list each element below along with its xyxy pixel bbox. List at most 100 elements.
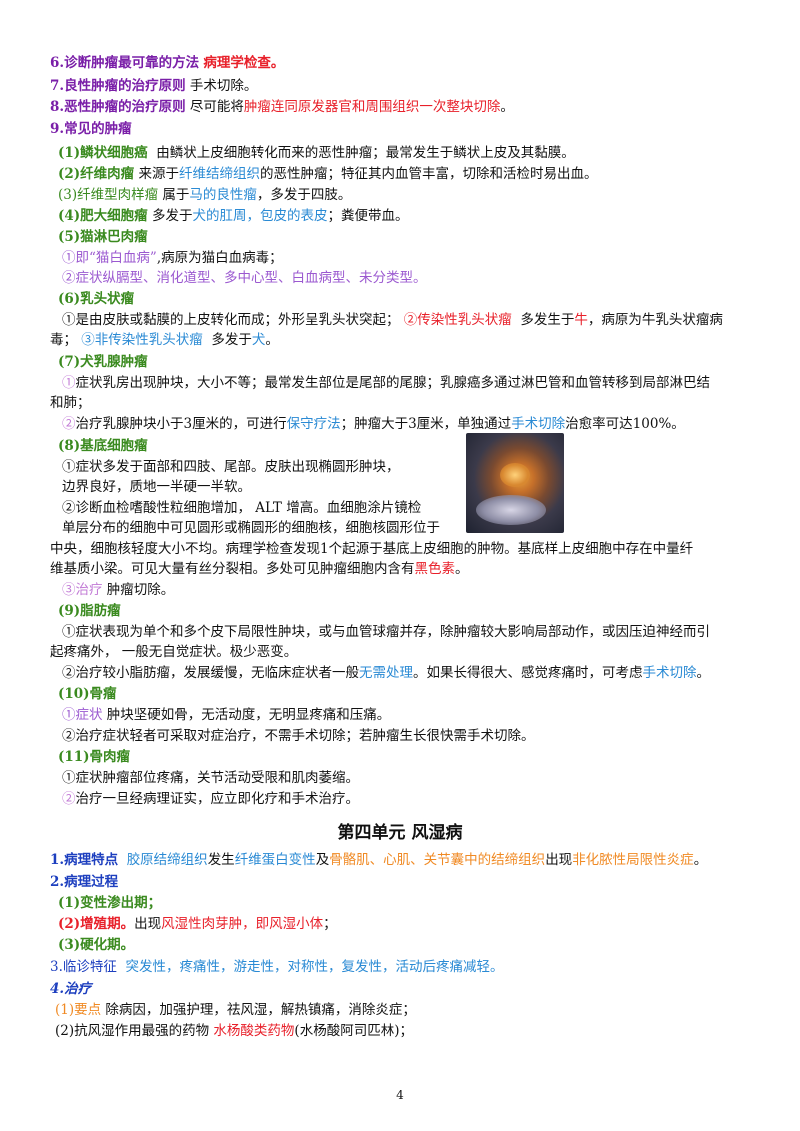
item-7-heading: 7.良性肿瘤的治疗原则 <box>50 78 186 94</box>
unit4-aspirin: (水杨酸阿司匹林)； <box>294 1023 413 1039</box>
item-8-heading: 8.恶性肿瘤的治疗原则 <box>50 99 186 115</box>
unit4-item-3-text: 突发性，疼痛性，游走性，对称性，复发性，活动后疼痛减轻。 <box>125 959 504 975</box>
tumor-1: (1)鳞状细胞癌 由鳞状上皮细胞转化而来的恶性肿瘤；最常发生于鳞状上皮及其黏膜。 <box>58 143 768 163</box>
unit4-item-3: 3.临诊特征 突发性，疼痛性，游走性，对称性，复发性，活动后疼痛减轻。 <box>50 957 760 977</box>
tumor-9-line-1b: 起疼痛外， 一般无自觉症状。极少恶变。 <box>50 644 298 660</box>
tumor-7-conservative: 保守疗法 <box>286 416 341 432</box>
tumor-6-p4: 毒； <box>50 332 77 348</box>
tumor-5-line-2: ②症状纵膈型、消化道型、多中心型、白血病型、未分类型。 <box>62 270 427 286</box>
tumor-2: (2)纤维肉瘤 来源于纤维结缔组织的恶性肿瘤；特征其内血管丰富，切除和活检时易出… <box>58 164 768 184</box>
tumor-8-line-2: 边界良好，质地一半硬一半软。 <box>62 479 251 495</box>
tumor-9-surgery: 手术切除 <box>642 665 697 681</box>
tumor-8-line-4: 单层分布的细胞中可见圆形或椭圆形的细胞核，细胞核圆形位于 <box>62 520 440 536</box>
tumor-8-melanin: 黑色素 <box>414 561 456 577</box>
unit4-stage-2-appear: 出现 <box>134 916 162 932</box>
tumor-6-heading: (6)乳头状瘤 <box>58 291 135 307</box>
tumor-9-line-2: ②治疗较小脂肪瘤，发展缓慢，无临床症状者一般无需处理。如果长得很大、感觉疼痛时，… <box>62 663 772 683</box>
tumor-5-heading: (5)猫淋巴肉瘤 <box>58 229 148 245</box>
tumor-8-treat-text: 肿瘤切除。 <box>106 582 175 598</box>
tumor-10-line-2: ②治疗症状轻者可采取对症治疗，不需手术切除；若肿瘤生长很快需手术切除。 <box>62 728 535 744</box>
tumor-7-line-1: ①症状乳房出现肿块，大小不等；最常发生部位是尾部的尾腺；乳腺癌多通过淋巴管和血管… <box>62 373 772 393</box>
tumor-8-line-7: ③治疗 肿瘤切除。 <box>62 580 772 600</box>
tumor-11-line-2: ②治疗一旦经病理证实，应立即化疗和手术治疗。 <box>62 789 772 809</box>
unit4-treat-1: (1)要点 除病因，加强护理，祛风湿，解热镇痛，消除炎症； <box>55 1000 765 1020</box>
unit4-stage-1: (1)变性渗出期； <box>58 895 162 911</box>
unit4-fibrinoid: 纤维蛋白变性 <box>234 852 316 868</box>
tumor-7-surgery: 手术切除 <box>511 416 566 432</box>
tumor-3-post: ，多发于四肢。 <box>256 187 352 203</box>
item-8-value: 肿瘤连同原发器官和周围组织一次整块切除 <box>243 99 501 115</box>
item-7-text: 手术切除。 <box>189 78 258 94</box>
unit4-item-1-heading: 1.病理特点 <box>50 852 119 868</box>
unit4-stage-2-end: ； <box>323 916 337 932</box>
tumor-6-p2: 多发生于 <box>520 312 575 328</box>
tumor-6-contagious: ②传染性乳头状瘤 <box>403 312 512 328</box>
tumor-6-cow: 牛 <box>574 312 588 328</box>
tumor-4: (4)肥大细胞瘤 多发于犬的肛周，包皮的表皮；粪便带血。 <box>58 206 768 226</box>
tumor-6-p1: ①是由皮肤或黏膜的上皮转化而成；外形呈乳头状突起； <box>62 312 400 328</box>
unit4-inflammation: 非化脓性局限性炎症 <box>572 852 694 868</box>
tumor-8-treat-label: ③治疗 <box>62 582 103 598</box>
tumor-7-p2: 治疗乳腺肿块小于3厘米的，可进行 <box>75 416 287 432</box>
unit4-treat-2: (2)抗风湿作用最强的药物 水杨酸类药物(水杨酸阿司匹林)； <box>55 1021 765 1041</box>
tumor-8-line-6a: 维基质小梁。可见大量有丝分裂相。多处可见肿瘤细胞内含有 <box>50 561 415 577</box>
tumor-3-pre: 属于 <box>162 187 190 203</box>
tumor-7-p4: 治愈率可达100%。 <box>565 416 685 432</box>
tumor-4-pre: 多发于 <box>151 208 193 224</box>
tumor-8-line-6c: 。 <box>455 561 469 577</box>
tumor-10-symptom-text: 肿块坚硬如骨，无活动度，无明显疼痛和压痛。 <box>106 707 391 723</box>
tumor-6-p6: 。 <box>265 332 279 348</box>
tumor-6-line-2: 毒； ③非传染性乳头状瘤 多发于犬。 <box>50 330 760 350</box>
unit4-item-4-heading: 4.治疗 <box>50 981 92 997</box>
item-7: 7.良性肿瘤的治疗原则 手术切除。 <box>50 76 760 96</box>
tumor-9-line-1: ①症状表现为单个和多个皮下局限性肿块，或与血管球瘤并存，除肿瘤较大影响局部动作，… <box>62 624 710 640</box>
tumor-7-num-1: ① <box>62 375 76 391</box>
tumor-5-cat-leukemia: ①即“猫白血病” <box>62 250 157 266</box>
unit4-salicylate: 水杨酸类药物 <box>213 1023 295 1039</box>
tumor-9-no-treatment: 无需处理 <box>359 665 413 681</box>
tumor-11-line-1: ①症状肿瘤部位疼痛，关节活动受限和肌肉萎缩。 <box>62 770 359 786</box>
tumor-6-p3: ，病原为牛乳头状瘤病 <box>587 312 723 328</box>
tumor-3: (3)纤维型肉样瘤 属于马的良性瘤，多发于四肢。 <box>58 185 768 205</box>
tumor-6-p5: 多发于 <box>211 332 252 348</box>
tumor-11-num-2: ② <box>62 791 76 807</box>
tumor-9-heading: (9)脂肪瘤 <box>58 603 121 619</box>
item-8: 8.恶性肿瘤的治疗原则 尽可能将肿瘤连同原发器官和周围组织一次整块切除。 <box>50 97 760 117</box>
tumor-11-heading: (11)骨肉瘤 <box>58 749 131 765</box>
tumor-5-cause: ,病原为猫白血病毒； <box>156 250 283 266</box>
tumor-2-pre: 来源于 <box>138 166 179 182</box>
item-8-pre: 尽可能将 <box>189 99 244 115</box>
tumor-9-p4: 。 <box>696 665 711 681</box>
tumor-8-line-5: 中央，细胞核轻度大小不均。病理学检查发现1个起源于基底上皮细胞的肿物。基底样上皮… <box>50 541 694 557</box>
unit4-stage-2-label: (2)增殖期。 <box>58 916 135 932</box>
unit4-period: 。 <box>693 852 708 868</box>
tumor-7-p1b: 和肺； <box>50 395 91 411</box>
tumor-9-p3: 。如果长得很大、感觉疼痛时，可考虑 <box>413 665 643 681</box>
basal-cell-tumor-photo <box>466 433 564 533</box>
unit4-treat-1-text: 除病因，加强护理，祛风湿，解热镇痛，消除炎症； <box>105 1002 416 1018</box>
tumor-1-heading: (1)鳞状细胞癌 <box>58 145 148 161</box>
tumor-5-line-1: ①即“猫白血病”,病原为猫白血病毒； <box>62 248 772 268</box>
item-6-heading: 6.诊断肿瘤最可靠的方法 <box>50 55 200 71</box>
tumor-2-heading: (2)纤维肉瘤 <box>58 166 135 182</box>
tumor-6-line-1: ①是由皮肤或黏膜的上皮转化而成；外形呈乳头状突起； ②传染性乳头状瘤 多发生于牛… <box>62 310 772 330</box>
tumor-8-line-6: 维基质小梁。可见大量有丝分裂相。多处可见肿瘤细胞内含有黑色素。 <box>50 559 760 579</box>
unit4-treat-2-label: (2)抗风湿作用最强的药物 <box>55 1023 210 1039</box>
tumor-2-value: 纤维结缔组织 <box>178 166 260 182</box>
item-6: 6.诊断肿瘤最可靠的方法 病理学检查。 <box>50 53 760 73</box>
tumor-9-p2: ②治疗较小脂肪瘤，发展缓慢，无临床症状者一般 <box>62 665 359 681</box>
tumor-2-post: 的恶性肿瘤；特征其内血管丰富，切除和活检时易出血。 <box>259 166 598 182</box>
unit4-and: 及 <box>315 852 330 868</box>
unit4-item-3-heading: 3.临诊特征 <box>50 959 117 975</box>
unit4-occur: 发生 <box>207 852 235 868</box>
unit4-item-1: 1.病理特点 胶原结缔组织发生纤维蛋白变性及骨骼肌、心肌、关节囊中的结缔组织出现… <box>50 850 760 870</box>
tumor-10-symptom-label: ①症状 <box>62 707 103 723</box>
unit4-item-2-heading: 2.病理过程 <box>50 874 119 890</box>
unit-4-title: 第四单元 风湿病 <box>337 823 463 843</box>
item-9-heading: 9.常见的肿瘤 <box>50 121 132 137</box>
tumor-4-heading: (4)肥大细胞瘤 <box>58 208 148 224</box>
unit4-granuloma: 风湿性肉芽肿，即风湿小体 <box>161 916 324 932</box>
tumor-6-dog: 犬 <box>251 332 266 348</box>
tumor-8-line-1: ①症状多发于面部和四肢、尾部。皮肤出现椭圆形肿块， <box>62 459 400 475</box>
tumor-4-post: ；粪便带血。 <box>327 208 409 224</box>
